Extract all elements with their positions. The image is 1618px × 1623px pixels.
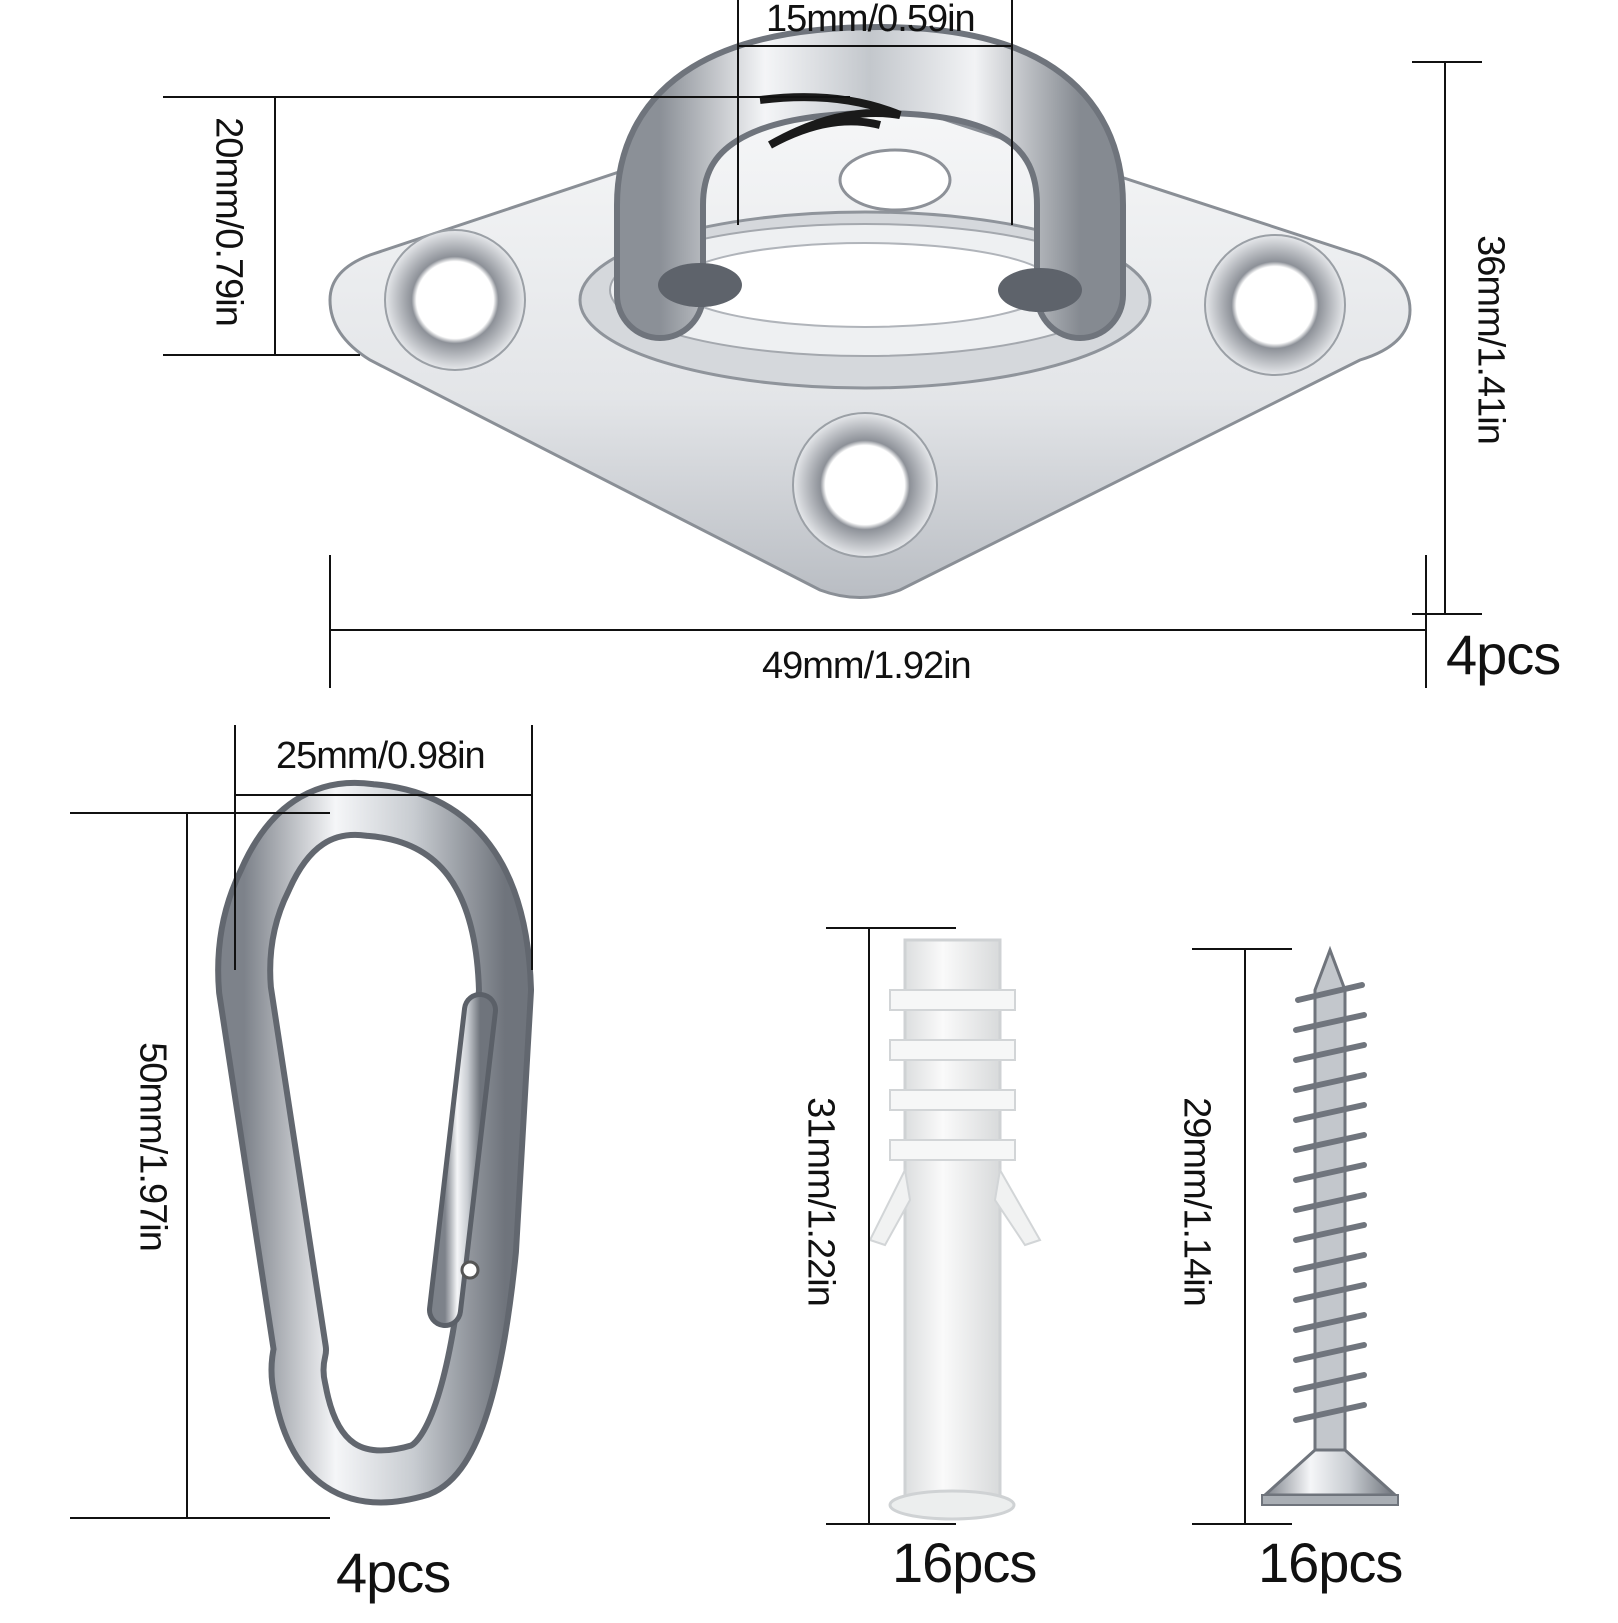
- carabiner-width-label: 25mm/0.98in: [276, 735, 486, 777]
- mounting-hole-right: [1204, 234, 1346, 376]
- pad-eye-quantity: 4pcs: [1446, 623, 1561, 686]
- dimension-lines: [70, 0, 1482, 1525]
- screw-quantity: 16pcs: [1258, 1531, 1403, 1594]
- carabiner-quantity: 4pcs: [336, 1541, 451, 1604]
- pad-eye-width-label: 49mm/1.92in: [762, 645, 972, 687]
- carabiner-graphic: [215, 779, 534, 1506]
- mounting-hole-bottom: [792, 412, 938, 558]
- screw-height-label: 29mm/1.14in: [1175, 1097, 1218, 1306]
- pad-eye-loop-height-label: 20mm/0.79in: [207, 117, 250, 326]
- pad-eye-plate-graphic: [328, 23, 1412, 599]
- anchor-quantity: 16pcs: [892, 1531, 1037, 1594]
- pad-eye-loop-width-label: 15mm/0.59in: [766, 0, 976, 40]
- mounting-hole-top: [838, 148, 952, 212]
- pad-eye-height-label: 36mm/1.41in: [1469, 235, 1512, 444]
- screw-graphic: [1261, 945, 1399, 1506]
- carabiner-height-label: 50mm/1.97in: [131, 1042, 174, 1251]
- mounting-hole-left: [384, 229, 526, 371]
- anchor-height-label: 31mm/1.22in: [799, 1097, 842, 1306]
- wall-anchor-graphic: [868, 938, 1042, 1521]
